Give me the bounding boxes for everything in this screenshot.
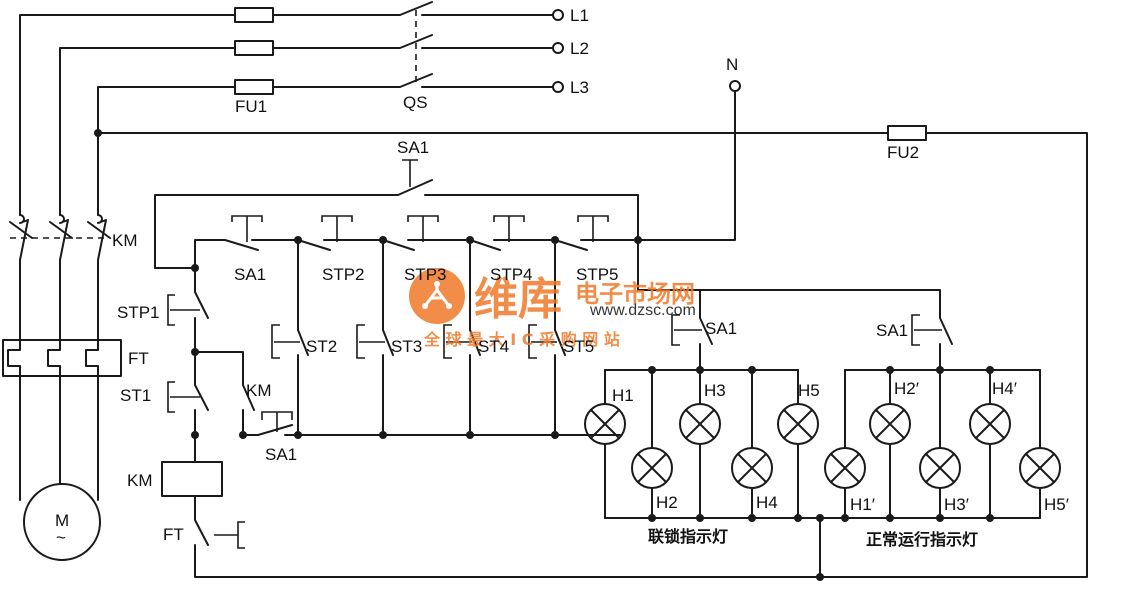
label-h5p: H5′	[1044, 495, 1069, 514]
label-sa1-lamps-right: SA1	[876, 321, 908, 340]
label-km-aux: KM	[246, 381, 272, 400]
lamp-h2	[631, 447, 673, 489]
lamp-h2p	[869, 403, 911, 445]
label-motor: M	[55, 511, 69, 530]
label-sa1-bottom: SA1	[265, 445, 297, 464]
ft-thermal-element	[2, 339, 122, 501]
label-stp1: STP1	[117, 303, 160, 322]
lamp-h5p	[1019, 447, 1061, 489]
label-h3p: H3′	[944, 495, 969, 514]
fuse-l3	[234, 79, 274, 95]
label-stp3: STP3	[404, 265, 447, 284]
fuse-fu2	[887, 125, 927, 141]
watermark-logo-icon	[409, 268, 465, 324]
label-st2: ST2	[306, 337, 337, 356]
label-h5: H5	[798, 381, 820, 400]
control-circuit	[154, 159, 953, 578]
normal-lamps	[816, 366, 1041, 581]
lamp-h4p	[969, 403, 1011, 445]
label-stp5: STP5	[576, 265, 619, 284]
label-h1: H1	[612, 386, 634, 405]
caption-normal: 正常运行指示灯	[866, 530, 978, 549]
label-qs: QS	[403, 93, 428, 112]
label-st3: ST3	[391, 337, 422, 356]
label-fu2: FU2	[887, 143, 919, 162]
label-h1p: H1′	[850, 495, 875, 514]
label-sa1-top: SA1	[397, 138, 429, 157]
lamp-h5	[777, 403, 819, 445]
label-st5: ST5	[563, 337, 594, 356]
interlock-lamps	[604, 366, 846, 522]
fuse-l1	[234, 7, 274, 23]
label-h4p: H4′	[992, 379, 1017, 398]
label-km-coil: KM	[127, 471, 153, 490]
label-ft-contact: FT	[163, 525, 184, 544]
label-l3: L3	[570, 78, 589, 97]
lamp-h4	[731, 447, 773, 489]
lamp-symbols	[584, 403, 1061, 489]
label-km-main: KM	[112, 231, 138, 250]
watermark: 维库 电子市场网 www.dzsc.com 全 球 最 大 I C 采 购 网 …	[409, 268, 696, 349]
label-st4: ST4	[478, 337, 509, 356]
watermark-url: www.dzsc.com	[589, 302, 696, 319]
fuse-l2	[234, 40, 274, 56]
label-n: N	[726, 55, 738, 74]
lamp-h1	[584, 403, 626, 445]
label-h2p: H2′	[894, 379, 919, 398]
lamp-h1p	[824, 447, 866, 489]
label-l1: L1	[570, 6, 589, 25]
label-fu1: FU1	[235, 97, 267, 116]
lamp-h3	[679, 403, 721, 445]
label-h4: H4	[756, 493, 778, 512]
label-motor-sub: ~	[56, 528, 66, 547]
watermark-brand: 维库	[474, 274, 562, 325]
watermark-site: 电子市场网	[575, 280, 695, 308]
labels: L1 L2 L3 N FU1 QS FU2 SA1 KM FT M ~ SA1 …	[55, 6, 1069, 549]
label-stp2: STP2	[322, 265, 365, 284]
label-sa1-row: SA1	[234, 265, 266, 284]
label-st1: ST1	[120, 386, 151, 405]
motor	[23, 483, 101, 561]
label-h3: H3	[704, 381, 726, 400]
label-ft: FT	[128, 349, 149, 368]
km-main-contacts	[9, 214, 111, 341]
label-l2: L2	[570, 39, 589, 58]
watermark-slogan: 全 球 最 大 I C 采 购 网 站	[423, 330, 620, 349]
power-lines	[19, 1, 1088, 578]
caption-interlock: 联锁指示灯	[648, 527, 728, 546]
lamp-h3p	[919, 447, 961, 489]
label-h2: H2	[656, 493, 678, 512]
label-stp4: STP4	[490, 265, 533, 284]
label-sa1-lamps-left: SA1	[705, 319, 737, 338]
